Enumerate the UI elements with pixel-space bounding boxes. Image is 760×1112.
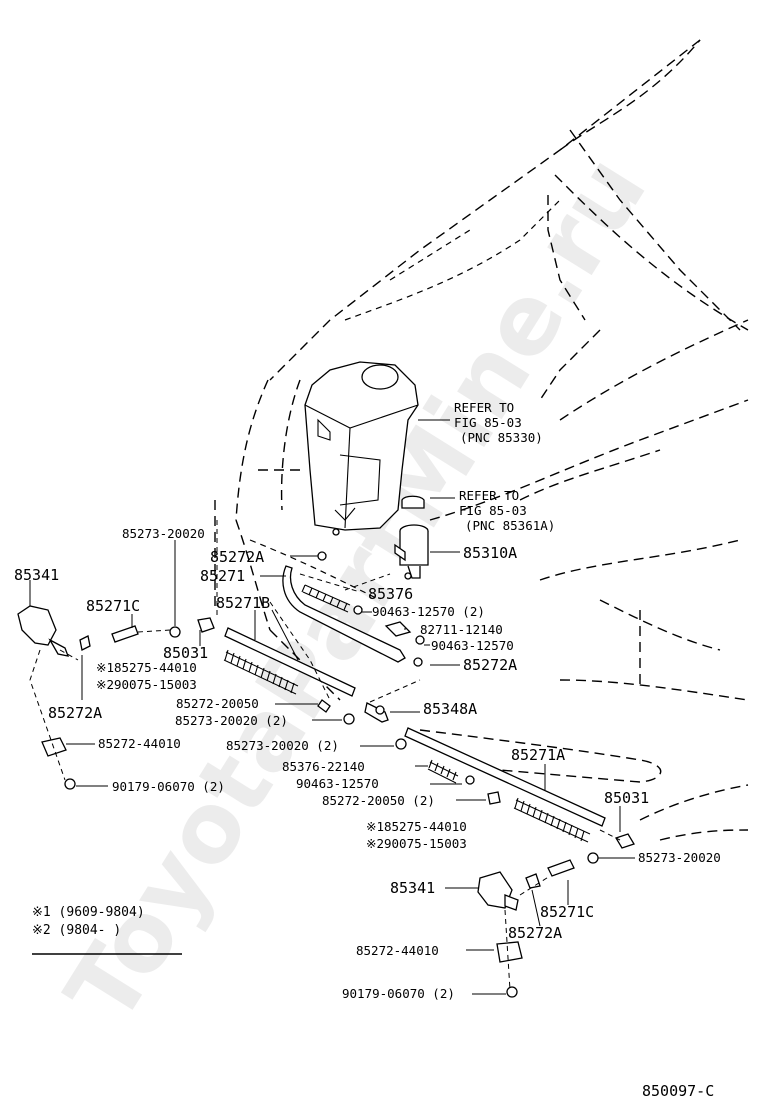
- label-85272-44010-left: 85272-44010: [98, 736, 181, 751]
- hose-85271A: [404, 727, 606, 827]
- hose-85271B: [224, 627, 356, 697]
- nozzle-right: [477, 859, 575, 998]
- refer2-line2: FIG 85-03: [459, 503, 527, 518]
- label-90463-12570-mid: 90463-12570: [431, 638, 514, 653]
- legend-note-2: ※2 (9804- ): [32, 923, 121, 938]
- label-85275-44010-left: ※185275-44010: [96, 660, 197, 675]
- clip-82711-12140: [384, 621, 412, 637]
- refer1-line3: (PNC 85330): [460, 430, 543, 445]
- small-parts: [169, 551, 635, 864]
- connector-85348A: [364, 702, 389, 723]
- label-85341-right: 85341: [390, 879, 435, 897]
- label-85376: 85376: [368, 585, 413, 603]
- label-85271: 85271: [200, 567, 245, 585]
- refer2-line3: (PNC 85361A): [465, 518, 555, 533]
- label-85271A: 85271A: [511, 746, 565, 764]
- label-85348A: 85348A: [423, 700, 477, 718]
- refer1-line1: REFER TO: [454, 400, 514, 415]
- labels: REFER TO FIG 85-03 (PNC 85330) REFER TO …: [14, 400, 721, 1100]
- leader-lines: [29, 419, 635, 995]
- label-85272-20050-2: 85272-20050 (2): [322, 793, 435, 808]
- label-90075-15003-left: ※290075-15003: [96, 677, 197, 692]
- label-85271B: 85271B: [216, 594, 270, 612]
- hose-85271: [282, 565, 406, 663]
- washer-pump: [394, 495, 429, 580]
- label-85272A-right: 85272A: [508, 924, 562, 942]
- label-85273-20020-2a: 85273-20020 (2): [175, 713, 288, 728]
- label-85272-20050-left: 85272-20050: [176, 696, 259, 711]
- refer1-line2: FIG 85-03: [454, 415, 522, 430]
- label-85031-right: 85031: [604, 789, 649, 807]
- protector-85376: [301, 584, 351, 613]
- protector-right: [513, 797, 591, 843]
- protector-left: [223, 649, 299, 695]
- label-85271C-right: 85271C: [540, 903, 594, 921]
- label-90179-06070-left: 90179-06070 (2): [112, 779, 225, 794]
- connection-lines: [29, 520, 621, 991]
- label-82711-12140: 82711-12140: [420, 622, 503, 637]
- legend-note-1: ※1 (9609-9804): [32, 905, 145, 920]
- figure-code: 850097-C: [642, 1082, 714, 1100]
- label-90075-15003-right: ※290075-15003: [366, 836, 467, 851]
- label-85310A: 85310A: [463, 544, 517, 562]
- label-90463-12570-2: 90463-12570 (2): [372, 604, 485, 619]
- label-90179-06070-right: 90179-06070 (2): [342, 986, 455, 1001]
- label-85272A-top: 85272A: [210, 548, 264, 566]
- label-85031-left: 85031: [163, 644, 208, 662]
- label-85272A-mid: 85272A: [463, 656, 517, 674]
- label-85273-20020-top: 85273-20020: [122, 526, 205, 541]
- label-85376-22140: 85376-22140: [282, 759, 365, 774]
- label-85271C-left: 85271C: [86, 597, 140, 615]
- car-body-outline: [214, 39, 749, 841]
- label-85275-44010-right: ※185275-44010: [366, 819, 467, 834]
- label-85341-left: 85341: [14, 566, 59, 584]
- label-85272A-left: 85272A: [48, 704, 102, 722]
- label-90463-12570-low: 90463-12570: [296, 776, 379, 791]
- label-85273-20020-2b: 85273-20020 (2): [226, 738, 339, 753]
- washer-tank: [304, 361, 419, 536]
- protector-85376-22140: [427, 759, 459, 784]
- refer2-line1: REFER TO: [459, 488, 519, 503]
- nozzle-left: [17, 605, 139, 790]
- label-85272-44010-right: 85272-44010: [356, 943, 439, 958]
- label-85273-20020-right: 85273-20020: [638, 850, 721, 865]
